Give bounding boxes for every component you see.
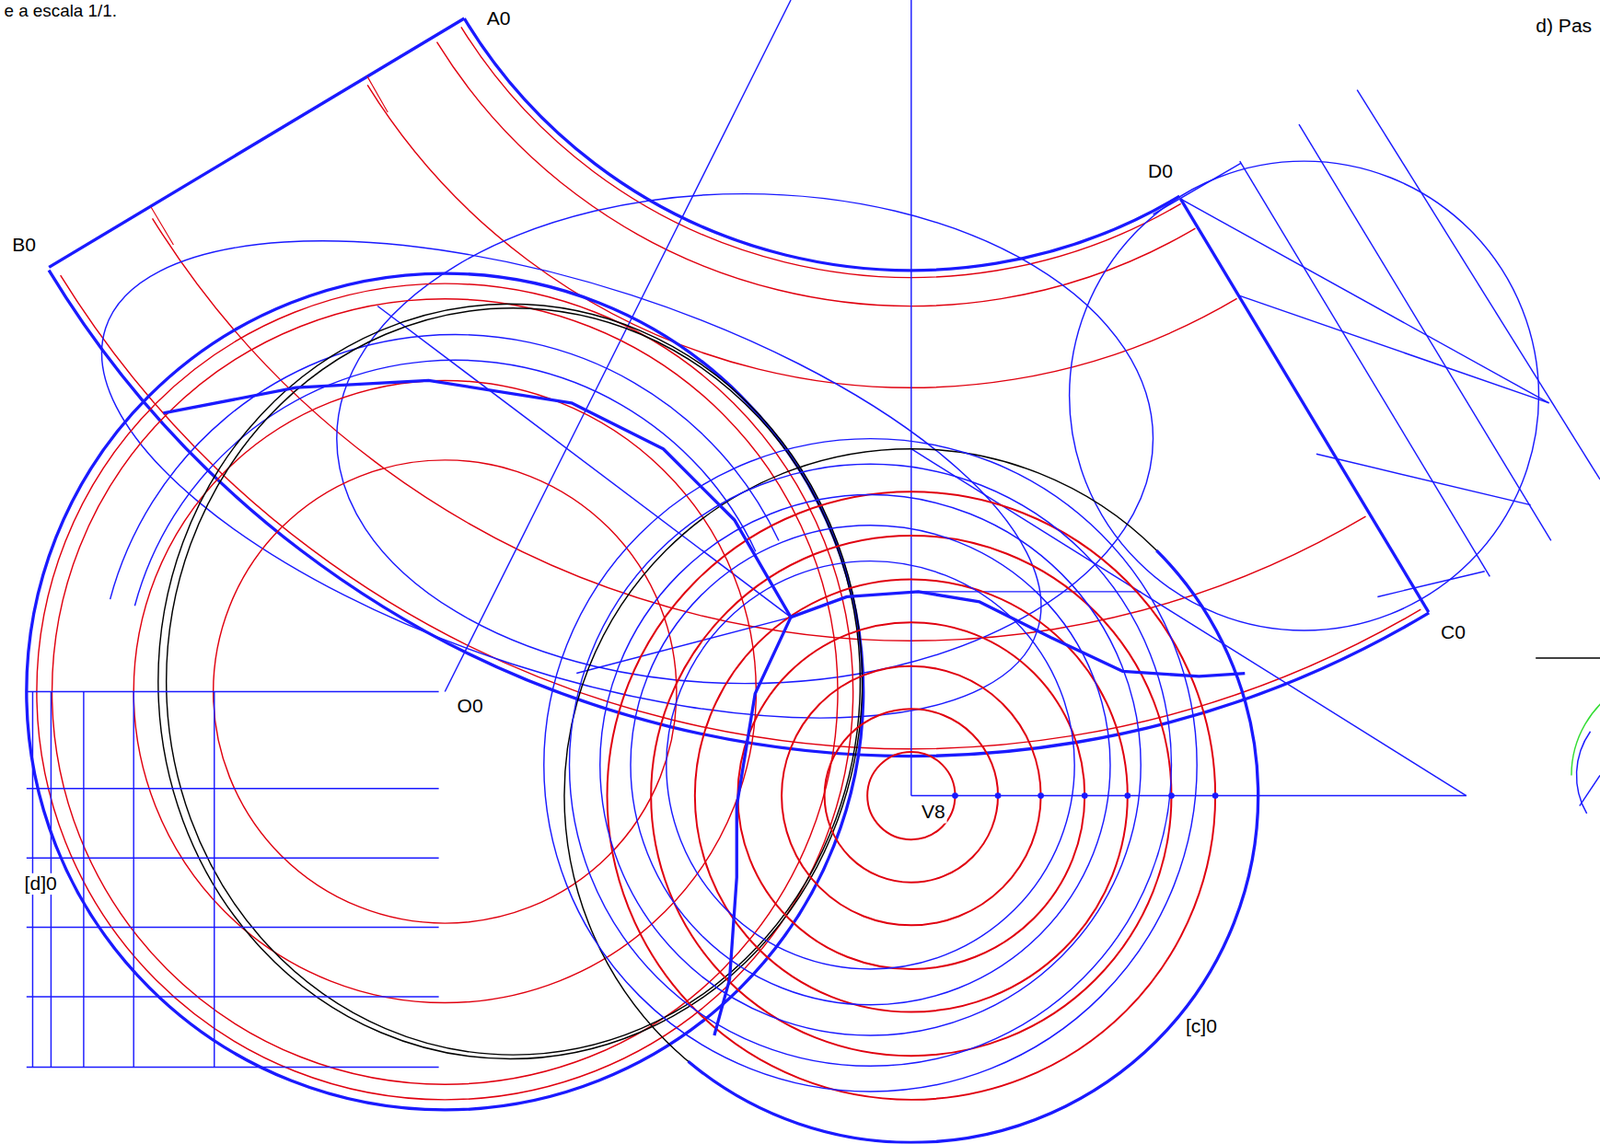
construction-line: [911, 795, 1467, 797]
construction-line: [1240, 295, 1550, 403]
contour-line: [714, 617, 791, 1036]
contour-line: [790, 591, 1245, 677]
construction-line: [26, 1066, 440, 1068]
construction-arc: [461, 26, 1182, 278]
construction-circle: [26, 273, 864, 1111]
construction-line: [367, 76, 388, 113]
construction-line: [1180, 198, 1549, 404]
construction-line: [26, 788, 440, 789]
construction-line: [26, 857, 440, 858]
contour-line: [162, 380, 791, 617]
construction-circle: [781, 666, 1042, 927]
construction-circle: [564, 449, 1259, 1144]
construction-arc: [134, 359, 755, 606]
construction-circle: [630, 525, 1111, 1006]
construction-line: [1316, 453, 1531, 505]
point-label: [d]0: [22, 873, 59, 895]
division-point: [995, 793, 1001, 800]
construction-line: [1298, 124, 1552, 541]
construction-arc: [437, 42, 1196, 307]
construction-line: [48, 18, 464, 267]
construction-arc: [152, 218, 1367, 641]
construction-circle: [867, 752, 955, 840]
division-point: [1169, 793, 1175, 800]
construction-circle: [666, 561, 1075, 970]
construction-circle: [607, 491, 1217, 1101]
point-label: A0: [484, 8, 512, 30]
division-point: [1124, 793, 1131, 800]
construction-arc: [1571, 686, 1600, 776]
construction-circle: [568, 463, 1172, 1067]
construction-arc: [110, 335, 779, 601]
construction-line: [213, 692, 215, 1068]
construction-line: [26, 691, 440, 693]
construction-line: [150, 207, 174, 245]
division-point: [952, 793, 959, 800]
construction-line: [1535, 657, 1600, 659]
construction-line: [1579, 775, 1600, 806]
construction-line: [1377, 571, 1485, 598]
point-label: [c]0: [1183, 1016, 1219, 1038]
point-label: D0: [1146, 161, 1175, 183]
construction-line: [132, 692, 134, 1068]
construction-arc: [463, 18, 1180, 271]
construction-circle: [824, 708, 998, 882]
construction-line: [911, 449, 1467, 797]
construction-circle: [600, 495, 1141, 1036]
point-label: d) Pas: [1533, 16, 1594, 38]
construction-arc: [60, 275, 1422, 749]
construction-line: [26, 996, 440, 998]
point-label: e a escala 1/1.: [1, 1, 119, 22]
construction-line: [1180, 198, 1428, 613]
construction-arc: [367, 84, 1237, 388]
division-point: [1038, 793, 1044, 800]
construction-ellipse: [158, 303, 863, 1059]
construction-ellipse: [166, 308, 861, 1056]
point-label: O0: [454, 695, 486, 718]
construction-line: [1356, 90, 1600, 480]
construction-circle: [737, 622, 1085, 970]
point-label: V8: [919, 801, 948, 824]
construction-line: [26, 927, 440, 928]
construction-circle: [544, 439, 1197, 1092]
division-point: [1212, 793, 1218, 800]
construction-arc: [688, 550, 1259, 1143]
construction-line: [82, 692, 84, 1068]
construction-circle: [650, 535, 1172, 1056]
construction-line: [911, 591, 1141, 592]
division-point: [1081, 793, 1088, 800]
point-label: B0: [10, 234, 38, 256]
point-label: C0: [1438, 622, 1468, 644]
construction-line: [910, 0, 912, 797]
construction-circle: [1069, 161, 1540, 631]
